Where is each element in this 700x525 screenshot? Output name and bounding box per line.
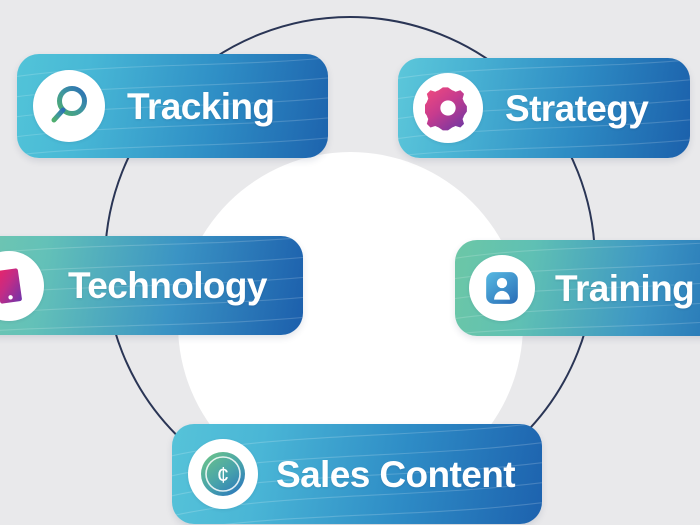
badge-technology[interactable]: Technology — [0, 236, 303, 335]
tablet-device-icon — [0, 267, 22, 304]
badge-label-tracking: Tracking — [127, 85, 275, 127]
training-icon-disc — [469, 255, 535, 321]
gear-icon — [425, 87, 467, 131]
magnifier-icon — [51, 86, 87, 123]
technology-icon-disc — [0, 250, 44, 321]
badge-tracking[interactable]: Tracking — [17, 54, 328, 158]
badge-strategy[interactable]: Strategy — [398, 58, 690, 158]
svg-text:¢: ¢ — [217, 463, 229, 488]
badge-training[interactable]: Training — [455, 240, 700, 336]
badge-label-technology: Technology — [68, 265, 267, 306]
strategy-icon-disc — [413, 73, 483, 143]
tracking-icon-disc — [33, 70, 105, 142]
badge-label-strategy: Strategy — [505, 87, 649, 129]
person-badge-icon — [486, 272, 518, 304]
badge-label-sales-content: Sales Content — [276, 453, 516, 495]
badge-label-training: Training — [555, 267, 695, 309]
cent-coin-icon: ¢ — [201, 452, 245, 496]
sales-content-icon-disc: ¢ — [188, 439, 258, 509]
badge-sales-content[interactable]: ¢ Sales Content — [172, 424, 542, 524]
